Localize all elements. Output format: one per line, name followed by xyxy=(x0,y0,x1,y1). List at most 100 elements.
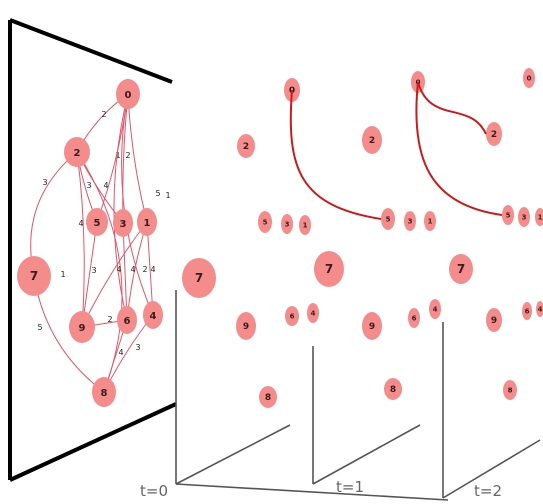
graph-node-label-6: 6 xyxy=(124,316,131,327)
slice-2-node-6 xyxy=(522,302,532,320)
graph-edge-label-5-9: 3 xyxy=(91,266,96,275)
slice-2-node-label-4: 4 xyxy=(538,305,543,313)
graph-edge-label-1-4: 2 xyxy=(142,265,147,274)
graph-edge-label-0-2: 2 xyxy=(101,110,106,119)
graph-node-label-4: 4 xyxy=(150,311,157,322)
slice-2-node-label-2: 2 xyxy=(491,130,497,140)
slice-0-node-label-3: 3 xyxy=(285,220,290,228)
slice-1-node-1 xyxy=(424,211,436,231)
graph-edge-label-2-9: 4 xyxy=(78,219,83,228)
graph-node-label-0: 0 xyxy=(125,90,132,101)
graph-node-label-7: 7 xyxy=(30,269,38,283)
graph-edge-0-6 xyxy=(113,93,129,321)
slice-0-node-label-2: 2 xyxy=(243,142,249,152)
axis-time xyxy=(175,483,449,501)
axis-depth-t0 xyxy=(175,424,291,485)
slice-2-node-label-5: 5 xyxy=(506,211,511,219)
graph-edge-0-1 xyxy=(127,93,148,223)
time-label-t1: t=1 xyxy=(336,478,364,496)
slice-2-node-label-6: 6 xyxy=(525,307,530,315)
slice-2-node-1 xyxy=(535,208,543,226)
slice-0-node-label-1: 1 xyxy=(303,221,308,229)
slice-1-node-9 xyxy=(362,312,382,340)
slice-0-node-8 xyxy=(259,386,277,408)
slice-1-node-label-7: 7 xyxy=(325,262,333,276)
slice-1-node-8 xyxy=(384,378,402,400)
graph-node-label-1: 1 xyxy=(144,218,151,229)
graph-node-2 xyxy=(64,137,90,167)
graph-edge-label-0-4: 5 xyxy=(155,189,160,198)
slice-1-node-2 xyxy=(362,126,382,154)
slice-2-node-label-0: 0 xyxy=(527,74,532,82)
graph-node-4 xyxy=(143,301,163,329)
time-label-t2: t=2 xyxy=(474,482,502,500)
slice-0-node-2 xyxy=(237,134,255,158)
graph-edge-label-1-6: 4 xyxy=(130,265,135,274)
graph-edge-label-3-6: 4 xyxy=(116,265,121,274)
graph-node-9 xyxy=(69,311,95,343)
slice-0-node-label-6: 6 xyxy=(290,312,295,320)
graph-edge-label-0-5: 1 xyxy=(115,151,120,160)
slice-1-node-label-8: 8 xyxy=(390,385,396,395)
slice-0-node-7 xyxy=(182,258,216,298)
slice-1-node-label-2: 2 xyxy=(369,136,375,146)
graph-edge-2-9 xyxy=(76,151,85,328)
graph-edge-label-6-9: 4 xyxy=(118,348,123,357)
path-edge-0-t1-to-2-t2 xyxy=(417,81,487,135)
graph-edge-label-0-3: 2 xyxy=(125,151,130,160)
slice-2-node-4 xyxy=(536,301,543,317)
slice-2-node-3 xyxy=(518,207,530,227)
slice-0-node-label-8: 8 xyxy=(265,393,271,403)
slice-0-node-label-4: 4 xyxy=(311,309,316,317)
slice-0-node-4 xyxy=(307,303,319,323)
path-edge-0-t0-to-5-t1 xyxy=(289,89,382,220)
slice-0-node-label-5: 5 xyxy=(263,218,268,226)
graph-node-label-5: 5 xyxy=(94,218,101,229)
graph-node-1 xyxy=(137,208,157,236)
graph-node-label-3: 3 xyxy=(120,219,127,230)
graph-edge-label-1-9: 4 xyxy=(150,265,155,274)
slice-0-node-9 xyxy=(236,312,256,340)
slice-1-node-label-1: 1 xyxy=(428,217,433,225)
time-path-edges xyxy=(289,81,503,220)
slice-1-node-label-3: 3 xyxy=(408,217,413,225)
graph-node-6 xyxy=(117,306,137,334)
slice-0-node-3 xyxy=(281,214,293,234)
slice-2-node-label-1: 1 xyxy=(538,213,543,221)
slice-0-node-6 xyxy=(285,306,299,326)
graph-edge-label-0-6: 1 xyxy=(165,191,170,200)
slice-2-node-5 xyxy=(502,205,514,225)
slice-2-node-label-9: 9 xyxy=(491,316,497,326)
slice-2-node-label-3: 3 xyxy=(522,213,527,221)
slice-1-node-5 xyxy=(381,208,395,230)
graph-node-8 xyxy=(92,377,116,407)
slice-0-node-label-9: 9 xyxy=(243,322,249,332)
slice-0-node-label-7: 7 xyxy=(195,271,203,285)
slice-1-node-3 xyxy=(404,211,416,231)
path-edge-0-t1-to-5-t2 xyxy=(415,81,503,216)
time-label-t0: t=0 xyxy=(140,482,168,500)
slice-2-node-8 xyxy=(503,380,517,400)
slice-1-node-label-9: 9 xyxy=(369,322,375,332)
slice-2-node-9 xyxy=(486,308,502,332)
graph-edge-label-2-7: 3 xyxy=(42,178,47,187)
graph-node-label-2: 2 xyxy=(74,148,81,159)
slice-1-node-label-4: 4 xyxy=(433,305,438,313)
time-axes xyxy=(175,290,541,501)
panel-frame-bottom xyxy=(9,402,177,482)
graph-node-label-9: 9 xyxy=(79,323,86,334)
graph-node-3 xyxy=(113,209,133,237)
slice-0-node-1 xyxy=(299,215,311,235)
panel-frame-top xyxy=(9,18,173,84)
slice-2-node-0 xyxy=(523,68,535,88)
graph-edge-label-2-8: 1 xyxy=(60,270,65,279)
graph-node-label-8: 8 xyxy=(101,388,108,399)
axis-depth-t2 xyxy=(442,439,541,499)
